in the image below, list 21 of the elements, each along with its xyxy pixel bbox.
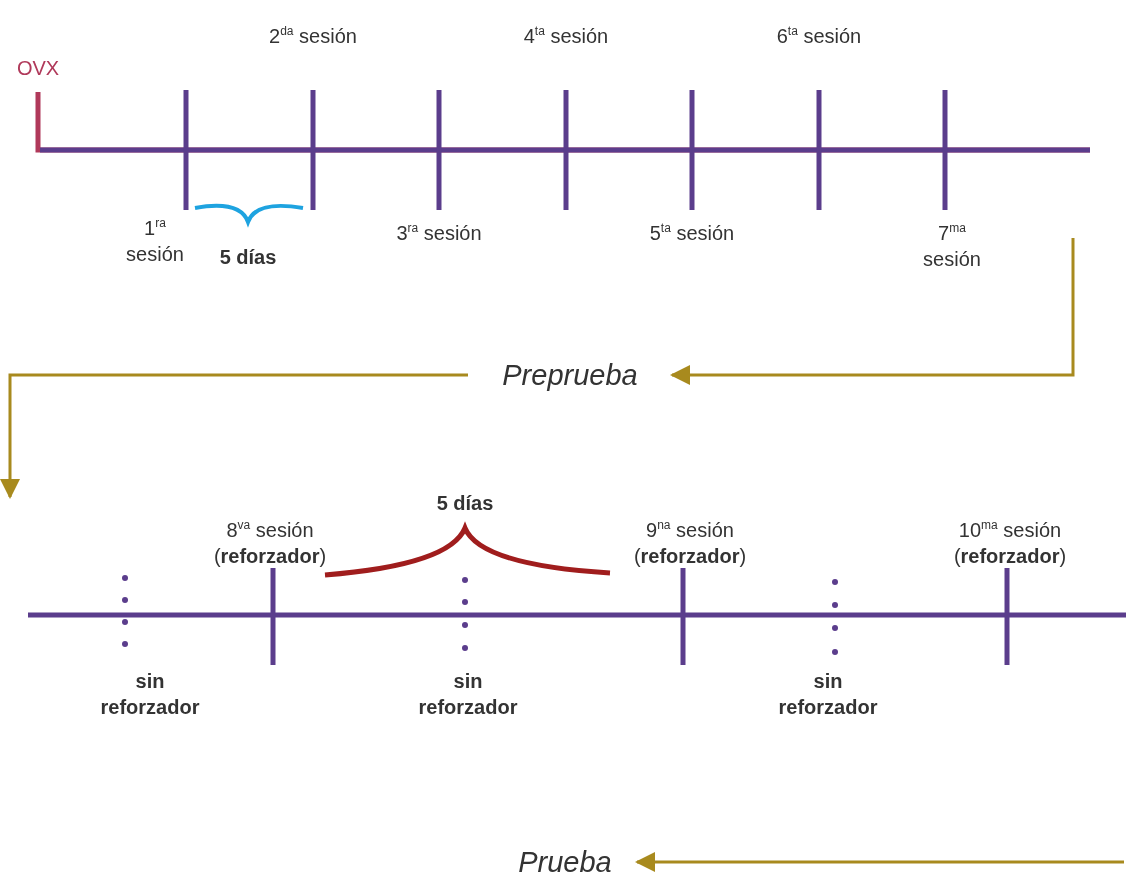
session-label: 5$^{ta}$ sesión xyxy=(648,220,736,246)
stage-label: Prueba xyxy=(495,842,635,882)
condition-label: sin reforzador xyxy=(417,669,519,720)
interval-label: 5 días xyxy=(218,245,278,270)
session-label: 9$^{na}$ sesión (reforzador) xyxy=(632,517,748,569)
arrow xyxy=(670,238,1075,385)
session-label: 2$^{da}$ sesión xyxy=(268,23,358,49)
arrow xyxy=(635,852,1124,872)
condition-label: sin reforzador xyxy=(777,669,879,720)
session-label: 1$^{ra}$ sesión xyxy=(125,215,185,267)
session-label: 4$^{ta}$ sesión xyxy=(522,23,610,49)
session-label: 6$^{ta}$ sesión xyxy=(775,23,863,49)
stage-label: Preprueba xyxy=(470,355,670,395)
interval-label: 5 días xyxy=(435,491,495,516)
condition-label: sin reforzador xyxy=(99,669,201,720)
session-label: 7$^{ma}$ sesión xyxy=(922,220,982,272)
arrow xyxy=(0,373,468,499)
event-label: OVX xyxy=(15,56,61,81)
session-label: 8$^{va}$ sesión (reforzador) xyxy=(212,517,328,569)
session-label: 3$^{ra}$ sesión xyxy=(395,220,483,246)
session-label: 10$^{ma}$ sesión (reforzador) xyxy=(952,517,1068,569)
